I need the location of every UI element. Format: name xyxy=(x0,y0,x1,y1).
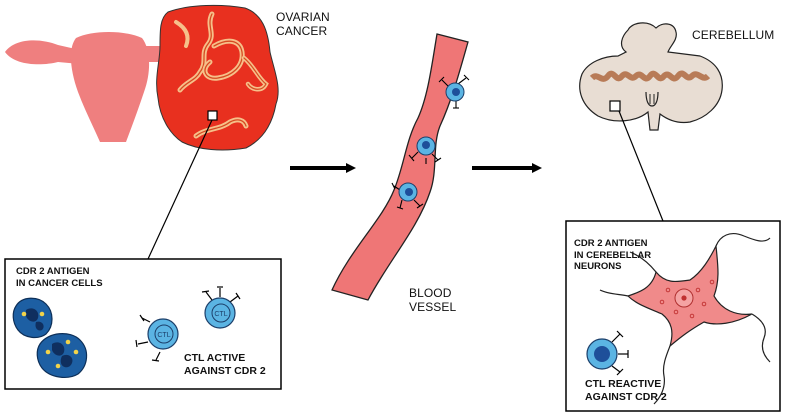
cerebellum-zoom-marker xyxy=(609,100,621,112)
ctl-cell xyxy=(408,136,442,164)
cdr2-cancer-label-line-2: IN CANCER CELLS xyxy=(16,277,103,289)
cancer-cell xyxy=(12,297,53,339)
ctl-reactive-label: CTL REACTIVE AGAINST CDR 2 xyxy=(585,378,667,403)
blood-vessel-label-line-2: VESSEL xyxy=(409,300,457,314)
uterus-illustration xyxy=(5,32,168,142)
ctl-reactive-label-line-1: CTL REACTIVE xyxy=(585,378,662,390)
cerebellum-label: CEREBELLUM xyxy=(692,28,775,42)
ctl-active-label-line-2: AGAINST CDR 2 xyxy=(184,364,266,377)
cerebellum-illustration xyxy=(579,22,723,131)
cdr2-neurons-label-line-3: NEURONS xyxy=(574,261,622,272)
blood-vessel xyxy=(331,33,469,301)
tumor-zoom-line xyxy=(147,119,213,260)
ctl-active-label-line-1: CTL ACTIVE xyxy=(184,352,246,364)
tumor-zoom-marker xyxy=(207,110,218,121)
ctl-cell: CTL xyxy=(135,314,179,362)
ovarian-tumor xyxy=(156,4,279,151)
blood-vessel-label-line-1: BLOOD xyxy=(409,286,452,300)
ctl-cell xyxy=(586,330,629,376)
svg-text:CTL: CTL xyxy=(214,311,227,318)
cdr2-neurons-label-line-1: CDR 2 ANTIGEN xyxy=(574,238,648,249)
ctl-cell xyxy=(391,182,424,210)
ctl-cell xyxy=(438,74,470,109)
ovarian-cancer-label: OVARIAN CANCER xyxy=(276,10,330,38)
ctl-reactive-label-line-2: AGAINST CDR 2 xyxy=(585,390,667,403)
cdr2-cancer-label: CDR 2 ANTIGEN IN CANCER CELLS xyxy=(16,266,103,289)
svg-text:CTL: CTL xyxy=(157,332,170,339)
cdr2-neurons-label: CDR 2 ANTIGEN IN CEREBELLAR NEURONS xyxy=(574,238,651,273)
cerebellar-neuron xyxy=(599,233,771,405)
ctl-cell: CTL xyxy=(201,286,241,329)
ovarian-cancer-label-line-2: CANCER xyxy=(276,24,328,38)
ovarian-cancer-label-line-1: OVARIAN xyxy=(276,10,330,24)
cancer-cell xyxy=(36,333,88,378)
cdr2-neurons-label-line-2: IN CEREBELLAR xyxy=(574,249,652,261)
cerebellum-zoom-line xyxy=(618,110,664,222)
blood-vessel-label: BLOOD VESSEL xyxy=(409,286,456,314)
ctl-active-label: CTL ACTIVE AGAINST CDR 2 xyxy=(184,352,266,377)
cdr2-cancer-label-line-1: CDR 2 ANTIGEN xyxy=(16,266,90,277)
